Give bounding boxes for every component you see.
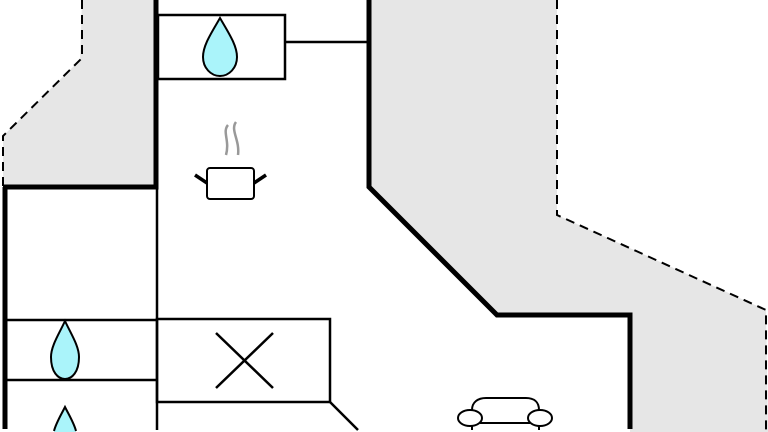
outdoor-area-right — [369, 0, 768, 432]
cooking-pot-icon — [194, 121, 267, 200]
water-drop-icon — [49, 318, 81, 381]
outdoor-area-left — [3, 0, 156, 187]
property-boundary-left — [2, 0, 83, 187]
interior-walls — [5, 13, 369, 431]
sofa-icon — [457, 397, 553, 430]
water-drop-icon — [201, 15, 239, 78]
cross-icon — [215, 332, 274, 389]
water-drop-icon — [53, 404, 77, 432]
property-boundary-right — [556, 0, 767, 431]
